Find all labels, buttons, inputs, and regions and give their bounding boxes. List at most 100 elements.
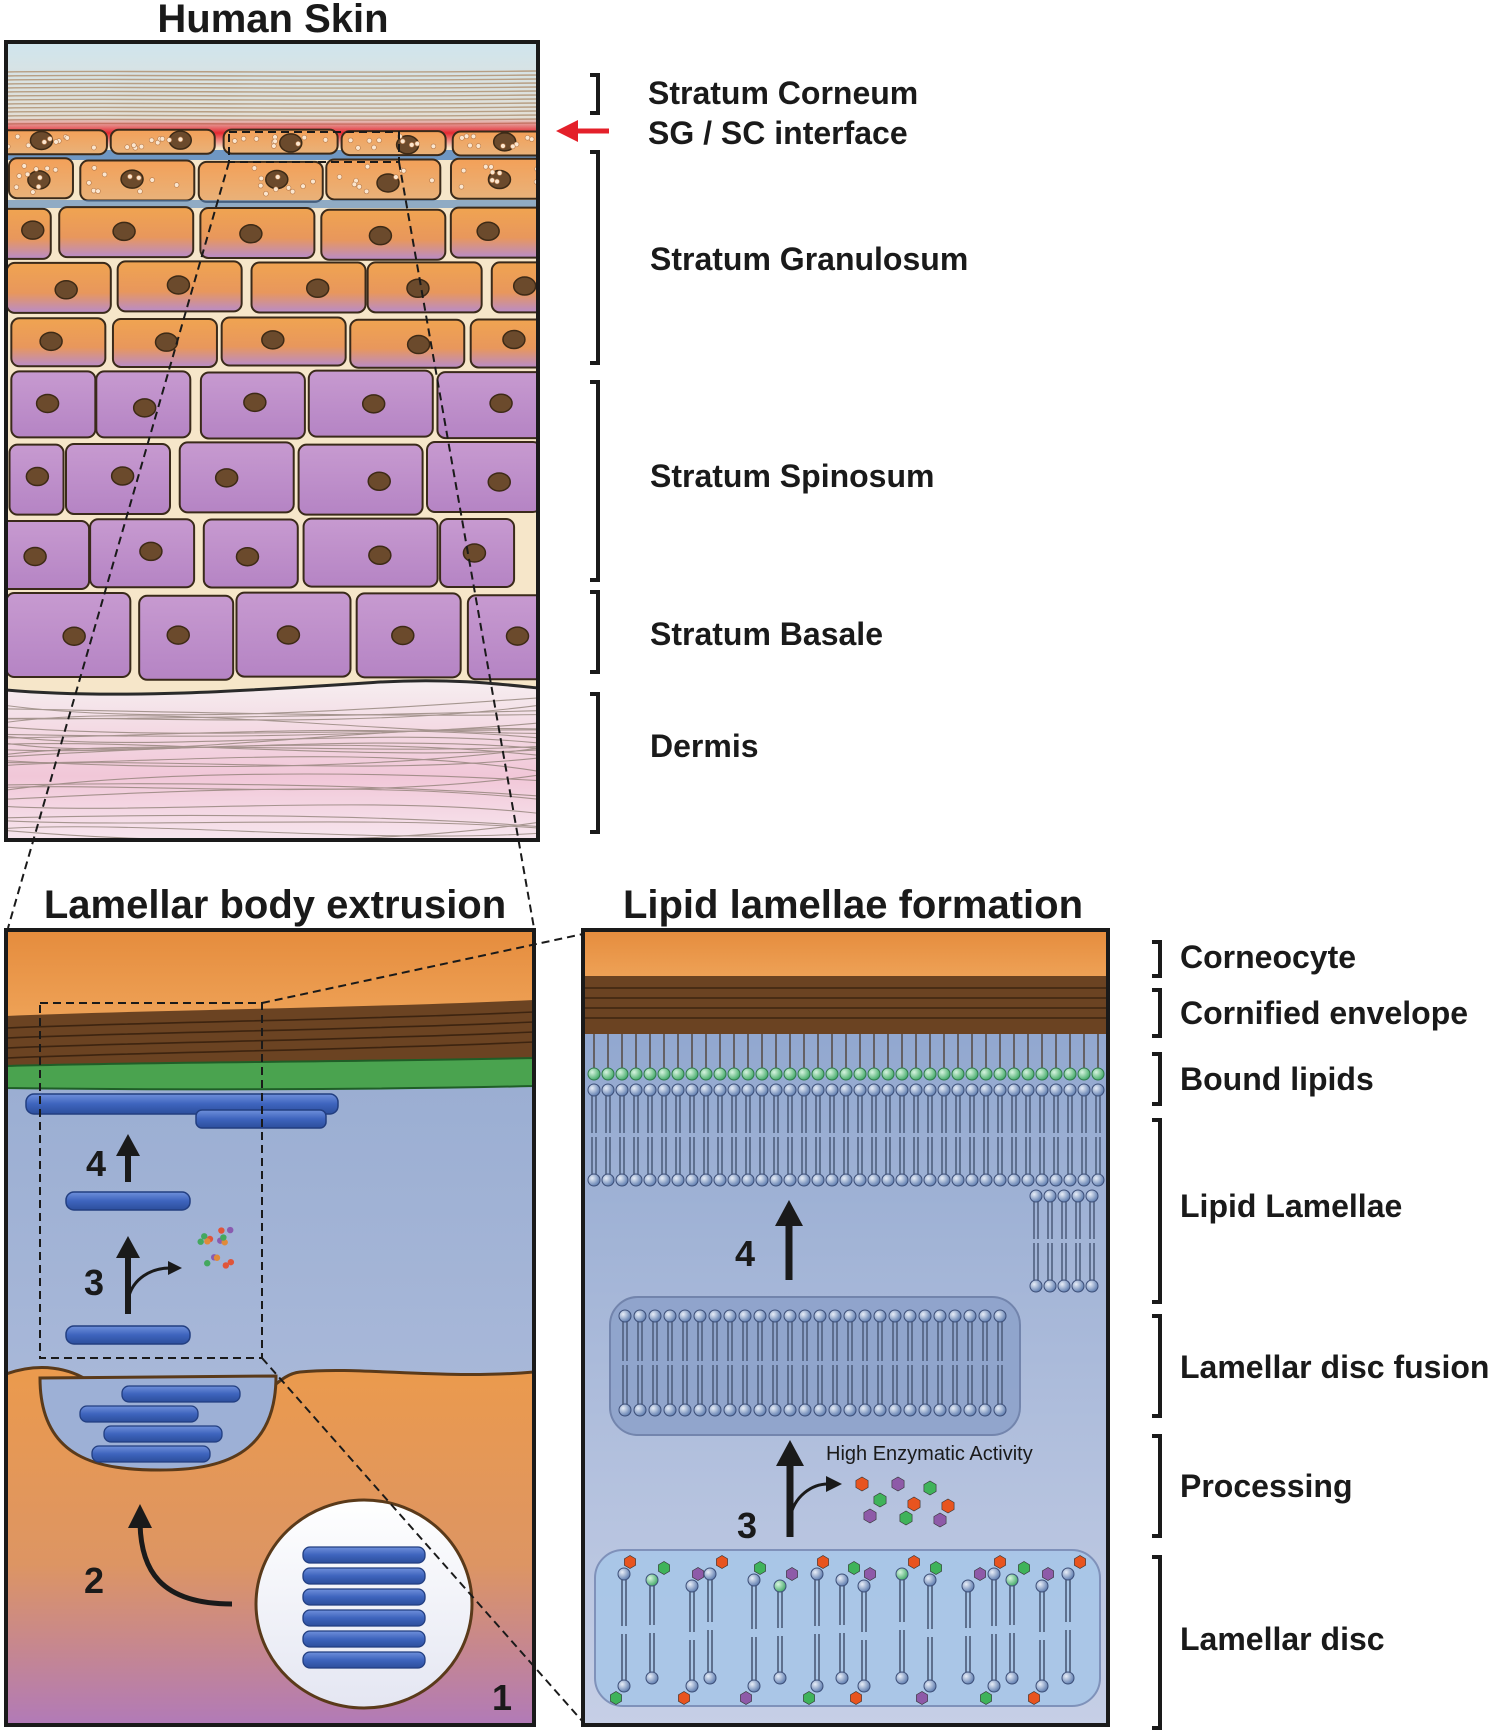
lipid-headgroup xyxy=(813,1403,827,1417)
bound-lipid-head xyxy=(1077,1067,1091,1081)
lipid-headgroup xyxy=(727,1173,741,1187)
lipid-headgroup xyxy=(895,1173,909,1187)
keratohyalin-granule xyxy=(149,177,155,183)
keratohyalin-granule xyxy=(258,182,264,189)
lamellar-body-disc-stack xyxy=(302,1546,426,1669)
keratohyalin-granule xyxy=(251,165,258,171)
lipid-headgroup xyxy=(965,1173,979,1187)
dermis-fiber xyxy=(6,821,538,840)
lipid-headgroup xyxy=(1085,1279,1099,1293)
nucleus xyxy=(368,225,393,246)
lipid-headgroup xyxy=(663,1309,677,1323)
lipid-headgroup xyxy=(857,1579,871,1593)
lipid-headgroup xyxy=(708,1309,722,1323)
nucleus xyxy=(239,224,263,244)
bound-lipid-head xyxy=(797,1067,811,1081)
lipid-headgroup xyxy=(1049,1173,1063,1187)
lamellar-disc-stack-pocket xyxy=(79,1385,241,1463)
keratohyalin-granule xyxy=(310,178,316,185)
sugar-headgroup xyxy=(658,1561,670,1575)
bound-lipid-head xyxy=(811,1067,825,1081)
nucleus xyxy=(166,625,190,645)
keratohyalin-granule xyxy=(301,134,308,141)
lipid-headgroup xyxy=(881,1083,895,1097)
keratinocyte xyxy=(426,441,538,514)
step-2-label: 2 xyxy=(84,1560,104,1601)
lipid-headgroup xyxy=(587,1083,601,1097)
lipid-headgroup xyxy=(963,1403,977,1417)
lipid-headgroup xyxy=(895,1567,909,1581)
keratohyalin-granule xyxy=(475,143,482,149)
corneum-line xyxy=(6,110,538,113)
keratohyalin-granule xyxy=(356,184,362,190)
zoom-line-upper xyxy=(261,933,584,1004)
lipid-fragment xyxy=(201,1233,208,1240)
arrowhead-branch-right xyxy=(826,1476,842,1492)
lipid-headgroup xyxy=(601,1173,615,1187)
keratohyalin-granule xyxy=(53,139,59,145)
dermis-fiber xyxy=(6,746,538,755)
processing-label: Processing xyxy=(1180,1468,1353,1504)
lipid-headgroup xyxy=(1049,1083,1063,1097)
sugar-headgroup xyxy=(803,1691,815,1705)
dermis-fiber xyxy=(6,773,538,791)
lipid-headgroup xyxy=(811,1083,825,1097)
bound-lipid-head xyxy=(1091,1067,1105,1081)
sugar-headgroup xyxy=(754,1561,766,1575)
lipid-headgroup xyxy=(663,1403,677,1417)
lipid-headgroup xyxy=(633,1309,647,1323)
keratohyalin-granule xyxy=(355,145,361,151)
bound-lipid-head xyxy=(657,1067,671,1081)
lipid-headgroup xyxy=(843,1309,857,1323)
dermis-fiber xyxy=(6,757,538,767)
sugar-headgroup xyxy=(1042,1567,1054,1581)
lipid-lamellae-label: Lipid Lamellae xyxy=(1180,1188,1402,1224)
lipid-headgroup xyxy=(629,1083,643,1097)
corneum-line xyxy=(6,94,538,97)
keratohyalin-granule xyxy=(500,143,506,149)
nucleus xyxy=(120,169,144,189)
lipid-fragment xyxy=(226,1226,234,1234)
lipid-headgroup xyxy=(867,1173,881,1187)
keratohyalin-granule xyxy=(496,170,503,176)
lipid-headgroup xyxy=(708,1403,722,1417)
lipid-headgroup xyxy=(1005,1573,1019,1587)
sugar-headgroup xyxy=(1028,1691,1040,1705)
lipid-headgroup xyxy=(843,1403,857,1417)
lipid-headgroup xyxy=(798,1309,812,1323)
nucleus xyxy=(25,466,50,487)
sugar-headgroup xyxy=(974,1567,986,1581)
nucleus xyxy=(368,545,392,565)
lipid-headgroup xyxy=(825,1083,839,1097)
keratohyalin-granule xyxy=(467,142,473,149)
lipid-headgroup xyxy=(835,1573,849,1587)
dermis-fiber xyxy=(6,729,538,739)
lipid-headgroup xyxy=(685,1173,699,1187)
lipid-headgroup xyxy=(853,1173,867,1187)
keratinocyte xyxy=(340,130,447,157)
lipid-headgroup xyxy=(1005,1671,1019,1685)
sugar-headgroup xyxy=(916,1691,928,1705)
dermis-tissue xyxy=(6,680,538,840)
bound-lipid-head xyxy=(1049,1067,1063,1081)
lipid-headgroup xyxy=(1061,1671,1075,1685)
human-skin-title: Human Skin xyxy=(157,0,388,41)
lipid-fragment xyxy=(204,1260,211,1267)
keratohyalin-granule xyxy=(101,171,108,178)
bound-lipid-head xyxy=(741,1067,755,1081)
bound-lipid-head xyxy=(839,1067,853,1081)
disc-step4 xyxy=(65,1191,191,1211)
lipid-headgroup xyxy=(741,1173,755,1187)
bound-lipid-head xyxy=(937,1067,951,1081)
sugar-headgroup xyxy=(923,1480,937,1496)
bound-lipid-head xyxy=(615,1067,629,1081)
keratohyalin-granule xyxy=(13,184,20,190)
nucleus xyxy=(279,133,303,153)
nucleus xyxy=(502,329,526,350)
lipid-headgroup xyxy=(741,1083,755,1097)
lipid-headgroup xyxy=(923,1173,937,1187)
lipid-headgroup xyxy=(587,1173,601,1187)
nucleus xyxy=(139,541,163,562)
keratohyalin-granule xyxy=(138,143,145,150)
arrowhead-step4-right xyxy=(775,1200,803,1226)
